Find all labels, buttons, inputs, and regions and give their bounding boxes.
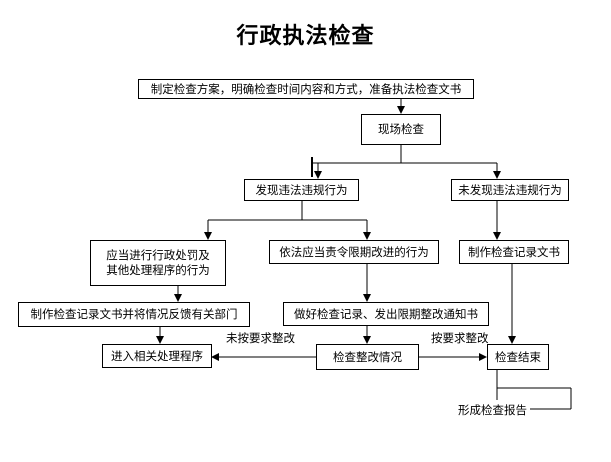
edge-label-not-as-required: 未按要求整改	[226, 331, 295, 345]
node-no-violation: 未发现违法违规行为	[451, 179, 569, 201]
node-record-right: 制作检查记录文书	[459, 240, 569, 264]
node-inspection-end: 检查结束	[487, 344, 549, 370]
node-record-feedback: 制作检查记录文书并将情况反馈有关部门	[18, 302, 250, 327]
diagram-title: 行政执法检查	[236, 24, 375, 49]
edge-label-as-required: 按要求整改	[431, 331, 489, 345]
node-site-inspection: 现场检查	[361, 114, 441, 145]
node-other-procedure: 进入相关处理程序	[102, 344, 212, 368]
node-plan: 制定检查方案，明确检查时间内容和方式，准备执法检查文书	[138, 79, 474, 99]
node-order-rectify: 依法应当责令限期改进的行为	[269, 240, 439, 264]
node-inspection-report: 形成检查报告	[458, 403, 527, 417]
node-admin-penalty-line2: 其他处理程序的行为	[106, 263, 210, 277]
node-admin-penalty-line1: 应当进行行政处罚及	[106, 248, 210, 262]
node-rectify-notice: 做好检查记录、发出限期整改通知书	[283, 302, 489, 326]
node-check-rectification: 检查整改情况	[316, 344, 419, 370]
node-violation-found: 发现违法违规行为	[244, 179, 359, 201]
node-admin-penalty: 应当进行行政处罚及 其他处理程序的行为	[90, 240, 226, 286]
